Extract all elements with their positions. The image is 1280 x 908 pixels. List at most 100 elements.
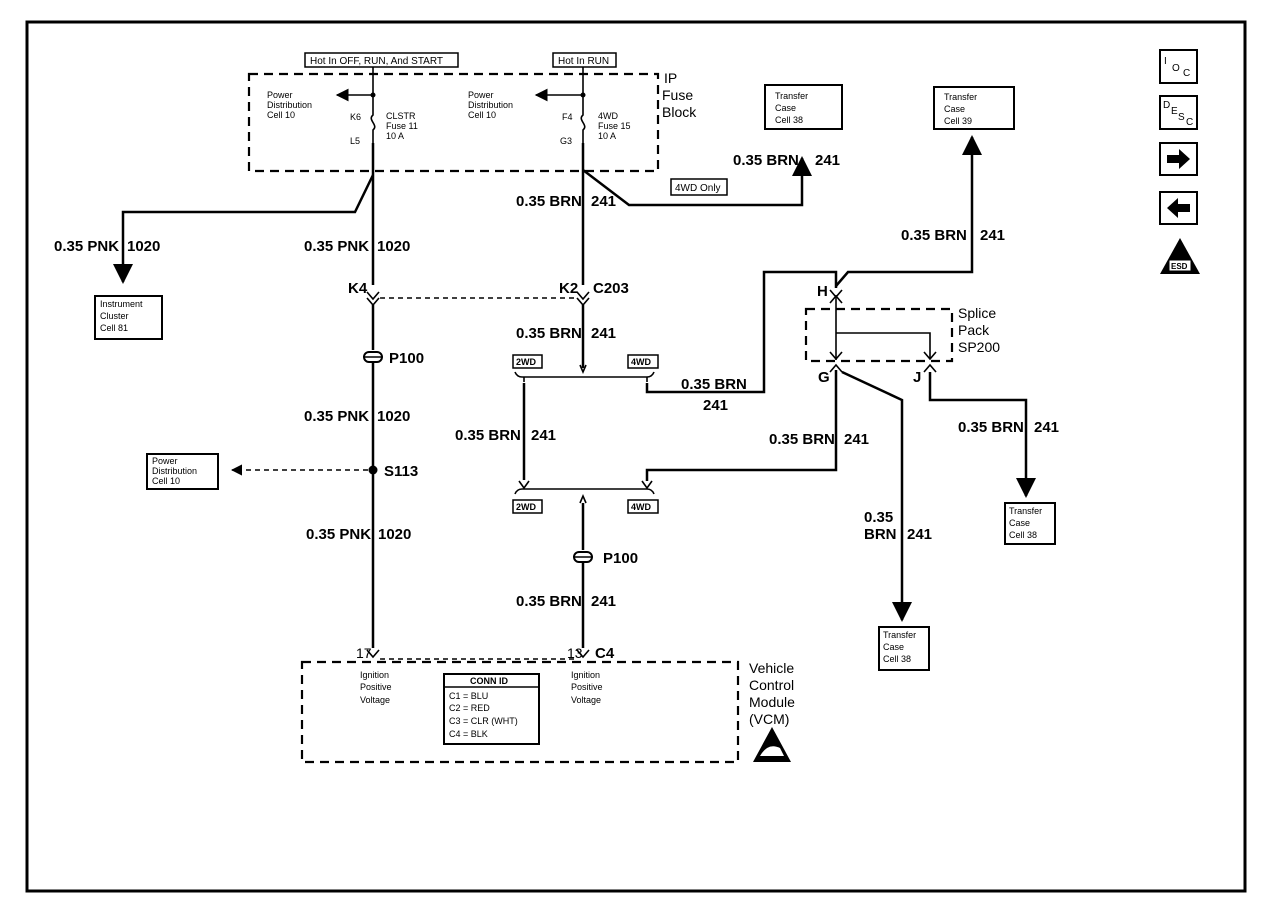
hot-label-cluster-box	[304, 52, 459, 68]
wire-brn-circuit-h: 241	[980, 227, 1005, 244]
power-dist-mid-1: Power	[152, 456, 178, 466]
desc-letter-e: E	[1171, 106, 1178, 117]
transfer-case-bottom-3: Cell 38	[883, 654, 911, 664]
arrow-left-icon	[1167, 198, 1190, 218]
conn-id-row-1: C1 = BLU	[449, 691, 488, 701]
lower-4wd-box	[627, 499, 659, 514]
cluster-pin-top: K6	[350, 112, 361, 122]
splice-pack-title-2: Pack	[958, 322, 990, 338]
fwd-pin-bottom: G3	[560, 136, 572, 146]
lower-2wd-label: 2WD	[516, 502, 537, 512]
splice-pack-title-1: Splice	[958, 305, 996, 321]
next-page-button[interactable]	[1159, 142, 1198, 176]
ioc-letter-o: O	[1172, 63, 1180, 74]
upper-jumper-bracket	[514, 371, 655, 378]
vcm-title-3: Module	[749, 694, 795, 710]
conn-id-row-2: C2 = RED	[449, 703, 490, 713]
wire-brn-circuit-top: 241	[815, 152, 840, 169]
wire-brn-size-top: 0.35 BRN	[733, 152, 799, 169]
pd-left-1: Power	[267, 90, 293, 100]
upper-4wd-label: 4WD	[631, 357, 652, 367]
vehicle-control-module: Vehicle Control Module (VCM) Ignition Po…	[300, 658, 795, 764]
wire-brn-circuit-5: 241	[844, 431, 869, 448]
wire-brn-size-4: 0.35 BRN	[455, 427, 521, 444]
transfer-case-mid-3: Cell 38	[1009, 530, 1037, 540]
splice-pin-j: J	[913, 369, 921, 386]
cluster-fuse-3: 10 A	[386, 131, 404, 141]
wire-brn-size-2: 0.35 BRN	[516, 325, 582, 342]
instrument-cluster-box	[94, 295, 163, 340]
wire-pnk-circuit-3: 1020	[377, 408, 410, 425]
pnk-circuit: 0.35 PNK 1020 Instrument Cluster Cell 81…	[54, 143, 424, 661]
ip-fuse-block: IP Fuse Block Hot In OFF, RUN, And START…	[247, 52, 697, 173]
wire-brn-circuit-4: 241	[531, 427, 556, 444]
wire-brn-size-g: 0.35	[864, 509, 893, 526]
transfer-case-bottom-2: Case	[883, 642, 904, 652]
transfer-case-top2-2: Case	[944, 104, 965, 114]
power-dist-mid-3: Cell 10	[152, 476, 180, 486]
vcm-pin-13: 13	[567, 645, 583, 661]
wire-brn-size-j: 0.35 BRN	[958, 419, 1024, 436]
power-dist-mid-box	[146, 453, 219, 490]
splice-s113-dot	[368, 465, 378, 475]
esd-label: ESD	[1171, 262, 1188, 271]
pd-right-1: Power	[468, 90, 494, 100]
p100-left-label: P100	[389, 350, 424, 367]
transfer-case-top1-3: Cell 38	[775, 115, 803, 125]
transfer-case-mid-1: Transfer	[1009, 506, 1042, 516]
transfer-case-top1-1: Transfer	[775, 91, 808, 101]
ioc-letter-c: C	[1183, 68, 1190, 79]
fwd-pin-top: F4	[562, 112, 573, 122]
wire-pnk-circuit-1: 1020	[127, 238, 160, 255]
splice-s113: S113	[384, 463, 418, 480]
desc-letter-c: C	[1186, 117, 1193, 128]
cluster-fuse-2: Fuse 11	[386, 121, 418, 131]
wire-brn-circuit-3: 241	[703, 397, 728, 414]
vcm-outline	[300, 660, 740, 764]
esd-warning-icon	[753, 727, 791, 762]
transfer-case-top1-2: Case	[775, 103, 796, 113]
fwd-only-label: 4WD Only	[675, 183, 721, 194]
connector-k2: K2	[559, 280, 578, 297]
splice-pack-title-3: SP200	[958, 339, 1000, 355]
wire-pnk-size-4: 0.35 PNK	[306, 526, 371, 543]
transfer-case-top2-box	[933, 86, 1015, 130]
fwd-fuse-1: 4WD	[598, 111, 619, 121]
wire-brn-size-h: 0.35 BRN	[901, 227, 967, 244]
lower-2wd-box	[512, 499, 543, 514]
ign-left-2: Positive	[360, 682, 392, 692]
wire-brn-color-g: BRN	[864, 526, 897, 543]
vcm-pin-17: 17	[356, 645, 372, 661]
wire-brn-circuit-6: 241	[591, 593, 616, 610]
transfer-case-top1-box	[764, 84, 843, 130]
fuse-block-title-2: Fuse	[662, 87, 693, 103]
pd-right-3: Cell 10	[468, 110, 496, 120]
fuse-block-title-3: Block	[662, 104, 697, 120]
cluster-pin-bottom: L5	[350, 136, 360, 146]
fuse-block-outline	[247, 72, 660, 173]
wire-brn-circuit-j: 241	[1034, 419, 1059, 436]
ign-left-1: Ignition	[360, 670, 389, 680]
cluster-fuse-1: CLSTR	[386, 111, 416, 121]
prev-page-button[interactable]	[1159, 191, 1198, 225]
wire-pnk-size-3: 0.35 PNK	[304, 408, 369, 425]
arrow-right-icon	[1167, 149, 1190, 169]
ign-right-1: Ignition	[571, 670, 600, 680]
splice-pack-sp200: Splice Pack SP200 H G J 0.35 BRN 241 Tra…	[804, 86, 1059, 671]
instrument-cluster-2: Cluster	[100, 311, 129, 321]
wire-brn-circuit-2: 241	[591, 325, 616, 342]
vcm-title-1: Vehicle	[749, 660, 794, 676]
conn-id-title: CONN ID	[470, 676, 509, 686]
ioc-button[interactable]: I O C	[1159, 49, 1198, 84]
pd-left-2: Distribution	[267, 100, 312, 110]
brn-circuit: 4WD Only 0.35 BRN 241 0.35 BRN 241 Trans…	[455, 84, 869, 662]
fwd-fuse-2: Fuse 15	[598, 121, 631, 131]
lower-4wd-label: 4WD	[631, 502, 652, 512]
conn-id-row-3: C3 = CLR (WHT)	[449, 716, 518, 726]
wire-brn-size-3: 0.35 BRN	[681, 376, 747, 393]
desc-button[interactable]: D E S C	[1159, 95, 1198, 130]
transfer-case-mid-2: Case	[1009, 518, 1030, 528]
hot-label-4wd: Hot In RUN	[558, 56, 609, 67]
esd-info-button[interactable]: ESD	[1160, 238, 1200, 274]
lower-jumper-bracket	[514, 488, 655, 495]
